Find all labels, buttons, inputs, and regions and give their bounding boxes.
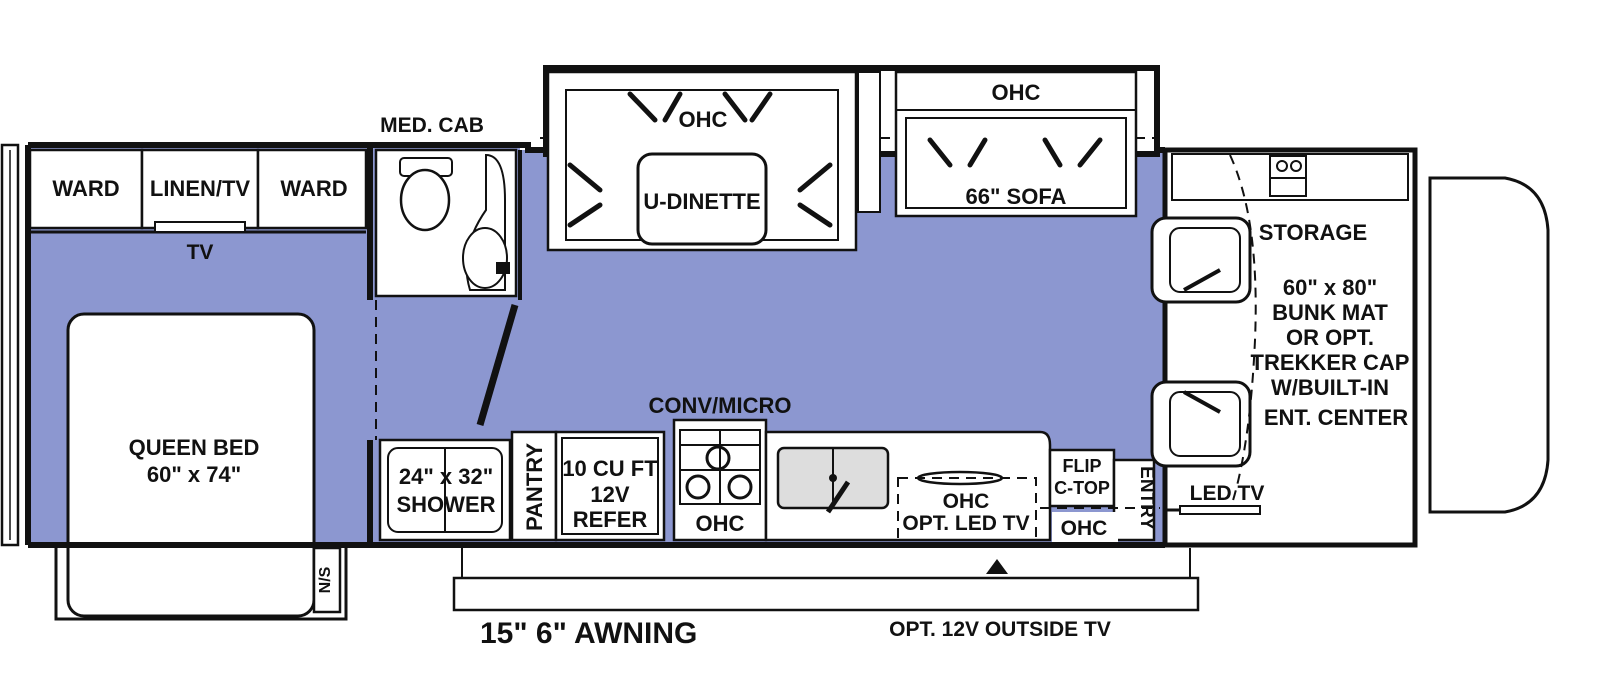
shower-line-1: 24" x 32" [399,464,493,489]
kitchen-sink-icon [776,446,890,514]
bunk-line-2: BUNK MAT [1272,300,1388,325]
bunk-line-4: TREKKER CAP [1251,350,1410,375]
door-arrow-icon [986,559,1008,574]
med-cab-label: MED. CAB [380,114,484,137]
sofa-label: 66" SOFA [966,184,1067,209]
ns-label: N/S [317,566,334,593]
flip-line-2: C-TOP [1054,478,1110,498]
outside-tv-label: OPT. 12V OUTSIDE TV [889,618,1111,641]
cooktop-icon [1269,155,1307,197]
seat-belt-icons [567,91,833,228]
bedroom [28,148,368,621]
hood [1428,176,1550,514]
bunk-line-1: 60" x 80" [1283,275,1377,300]
front-cab [1150,147,1418,548]
tv-label: TV [187,241,214,264]
bunk-line-6: ENT. CENTER [1264,405,1408,430]
ward-right-label: WARD [280,176,347,201]
bunk-line-3: OR OPT. [1286,325,1374,350]
storage-label: STORAGE [1259,220,1367,245]
cab-seat-icons [1150,216,1252,468]
ohc-range-label: OHC [696,511,745,536]
awning [452,548,1200,612]
entry-area [1040,448,1160,542]
stove-icon [679,429,761,505]
led-tv-label: LED TV [1190,482,1265,505]
sofa [894,70,1138,218]
sofa-belt-icons [927,137,1103,168]
ohc-dinette-label: OHC [679,107,728,132]
u-dinette-label: U-DINETTE [643,189,760,214]
ohc-entry-label: OHC [1061,517,1108,540]
awning-label: 15" 6" AWNING [480,617,697,650]
pantry-label: PANTRY [522,443,547,531]
dinette [546,70,881,252]
ward-left-label: WARD [52,176,119,201]
shower [378,438,512,542]
galley [510,418,1052,542]
ohc-tv-line-2: OPT. LED TV [902,512,1029,535]
toilet-icon [399,157,453,232]
shower-line-2: SHOWER [397,492,496,517]
bunk-line-5: W/BUILT-IN [1271,375,1389,400]
bathroom [374,148,519,440]
queen-bed-line-1: QUEEN BED [129,435,260,460]
flip-line-1: FLIP [1063,456,1102,476]
refer-line-2: 12V [590,482,629,507]
entry-label: ENTRY [1136,466,1157,530]
rear-bumper [0,143,20,547]
conv-micro-label: CONV/MICRO [649,393,792,418]
sink-icon [462,153,510,291]
refer-line-1: 10 CU FT [562,456,658,481]
refer-line-3: REFER [573,507,648,532]
ohc-sofa-label: OHC [992,80,1041,105]
outer-walls [25,142,1165,548]
linen-tv-label: LINEN/TV [150,176,251,201]
queen-bed-line-2: 60" x 74" [147,462,241,487]
ohc-tv-line-1: OHC [943,490,990,513]
labels: WARD LINEN/TV WARD TV MED. CAB OHC U-DIN… [52,80,1409,650]
